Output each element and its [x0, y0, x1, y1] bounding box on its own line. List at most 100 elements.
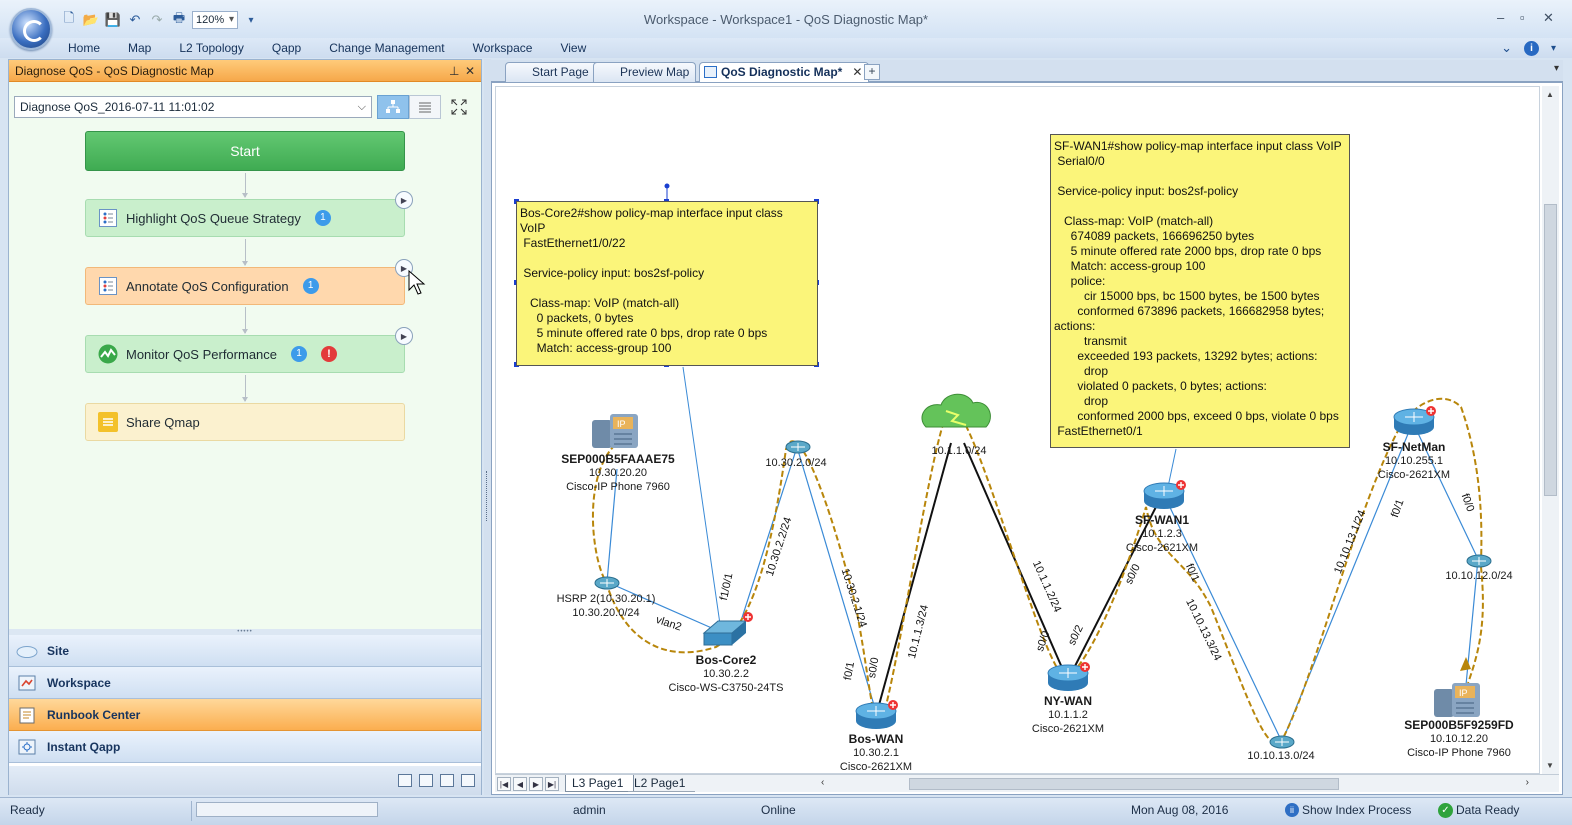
- node-hsrp-label[interactable]: HSRP 2(10.30.20.1) 10.30.20.0/24: [542, 592, 670, 620]
- node-phone2-label[interactable]: SEP000B5F9259FD 10.10.12.20 Cisco-IP Pho…: [1390, 718, 1528, 760]
- node-ip: 10.1.2.3: [1142, 528, 1182, 540]
- status-mode: Online: [761, 803, 796, 817]
- scroll-right-icon[interactable]: ›: [1525, 777, 1529, 788]
- tab-start-page[interactable]: Start Page: [505, 62, 600, 82]
- horizontal-scrollbar[interactable]: ‹ ›: [819, 776, 1531, 792]
- next-page-icon[interactable]: ▶: [529, 777, 543, 791]
- step-monitor-qos-performance[interactable]: Monitor QoS Performance 1 !: [85, 335, 405, 373]
- step-annotate-qos-config[interactable]: Annotate QoS Configuration 1: [85, 267, 405, 305]
- node-sf-wan1-label[interactable]: SF-WAN1 10.1.2.3 Cisco-2621XM: [1112, 513, 1212, 555]
- nav-option-icon[interactable]: [398, 774, 412, 787]
- progress-bar: [196, 802, 378, 817]
- qos-diagnostic-map[interactable]: IP IP Bos-Core2#show policy-map interfac…: [495, 86, 1540, 774]
- maximize-button[interactable]: ▫: [1520, 10, 1525, 25]
- ip-phone-icon: IP: [1434, 683, 1480, 717]
- close-window-button[interactable]: ✕: [1543, 10, 1554, 25]
- close-pane-icon[interactable]: ✕: [465, 64, 476, 78]
- tab-label: Preview Map: [620, 65, 690, 79]
- ribbon-collapse-icon[interactable]: ⌄: [1501, 40, 1512, 55]
- node-ip: 10.30.2.2: [703, 668, 749, 680]
- step-highlight-qos-queue[interactable]: Highlight QoS Queue Strategy 1: [85, 199, 405, 237]
- node-subnet-12-label[interactable]: 10.10.12.0/24: [1445, 570, 1513, 582]
- ribbon-tab-map[interactable]: Map: [128, 41, 152, 55]
- pane-splitter-vertical[interactable]: [484, 59, 491, 795]
- open-folder-icon[interactable]: 📂: [82, 12, 100, 27]
- help-icon[interactable]: i: [1523, 40, 1539, 56]
- node-subnet-13-label[interactable]: 10.10.13.0/24: [1247, 750, 1315, 762]
- note-connector: [1167, 448, 1177, 488]
- ribbon-tab-workspace[interactable]: Workspace: [472, 41, 533, 55]
- status-user: admin: [573, 803, 606, 817]
- new-file-icon[interactable]: 🗋: [63, 10, 75, 25]
- ribbon-tab-l2-topology[interactable]: L2 Topology: [179, 41, 244, 55]
- tab-preview-map[interactable]: Preview Map: [593, 62, 697, 82]
- link-subnet-boswan: [796, 446, 875, 706]
- nav-workspace[interactable]: Workspace: [9, 667, 481, 699]
- prev-page-icon[interactable]: ◀: [513, 777, 527, 791]
- node-cloud-label[interactable]: 10.1.1.0/24: [931, 445, 987, 457]
- close-tab-icon[interactable]: ✕: [852, 65, 863, 79]
- page-tab-l3[interactable]: L3 Page1: [565, 775, 635, 792]
- start-step[interactable]: Start: [85, 131, 405, 171]
- node-phone1-label[interactable]: SEP000B5FAAAE75 10.30.20.20 Cisco-IP Pho…: [548, 452, 688, 494]
- print-icon[interactable]: 🖶: [172, 10, 186, 25]
- note-connector: [682, 366, 723, 639]
- run-step-button[interactable]: ▶: [395, 191, 413, 209]
- qapp-icon: [98, 276, 118, 296]
- app-menu-orb[interactable]: [10, 8, 52, 50]
- title-bar: 🗋 📂 💾 ↶ ↷ 🖶 120% ▾ Workspace - Workspace…: [0, 0, 1572, 50]
- last-page-icon[interactable]: ▶|: [545, 777, 559, 791]
- ribbon-tab-change-management[interactable]: Change Management: [329, 41, 445, 55]
- node-ny-wan-label[interactable]: NY-WAN 10.1.1.2 Cisco-2621XM: [1018, 694, 1118, 736]
- tab-qos-diagnostic-map[interactable]: QoS Diagnostic Map*✕: [699, 62, 870, 83]
- show-index-process[interactable]: ii Show Index Process: [1285, 802, 1411, 818]
- flow-view-button[interactable]: [377, 95, 409, 119]
- customize-toolbar-icon[interactable]: ▾: [248, 14, 254, 26]
- scroll-down-icon[interactable]: ▼: [1546, 761, 1554, 770]
- vertical-scrollbar[interactable]: ▲ ▼: [1542, 86, 1559, 774]
- node-model: Cisco-WS-C3750-24TS: [668, 682, 784, 694]
- nav-site[interactable]: Site: [9, 635, 481, 667]
- help-dropdown-icon[interactable]: ▾: [1550, 42, 1556, 54]
- scroll-up-icon[interactable]: ▲: [1546, 90, 1554, 99]
- minimize-button[interactable]: –: [1497, 10, 1505, 25]
- undo-icon[interactable]: ↶: [129, 12, 141, 27]
- save-icon[interactable]: 💾: [104, 12, 122, 27]
- node-model: Cisco-2621XM: [1377, 469, 1451, 481]
- scroll-thumb[interactable]: [1544, 204, 1557, 496]
- nav-option-icon[interactable]: [419, 774, 433, 787]
- node-ip: 10.10.255.1: [1384, 455, 1444, 467]
- node-bos-wan-label[interactable]: Bos-WAN 10.30.2.1 Cisco-2621XM: [826, 732, 926, 773]
- instant-qapp-icon: [15, 737, 39, 757]
- zoom-level-select[interactable]: 120%: [192, 11, 238, 29]
- pane-splitter[interactable]: •••••: [9, 629, 481, 635]
- bos-core2-config-note[interactable]: Bos-Core2#show policy-map interface inpu…: [516, 201, 818, 366]
- nav-instant-qapp[interactable]: Instant Qapp: [9, 731, 481, 763]
- redo-icon[interactable]: ↷: [151, 12, 163, 27]
- nav-option-icon[interactable]: [440, 774, 454, 787]
- scroll-thumb[interactable]: [909, 778, 1339, 790]
- pin-icon[interactable]: ⊥: [449, 64, 460, 78]
- list-view-button[interactable]: [409, 95, 441, 119]
- ribbon-tab-view[interactable]: View: [560, 41, 587, 55]
- diagnosis-selector[interactable]: Diagnose QoS_2016-07-11 11:01:02 ⌵: [14, 96, 372, 118]
- node-sf-netman-label[interactable]: SF-NetMan 10.10.255.1 Cisco-2621XM: [1364, 440, 1464, 482]
- page-tab-l2[interactable]: L2 Page1: [628, 775, 696, 792]
- expand-icon[interactable]: [449, 97, 469, 117]
- first-page-icon[interactable]: |◀: [497, 777, 511, 791]
- run-step-button[interactable]: ▶: [395, 327, 413, 345]
- node-subnet-30-2-label[interactable]: 10.30.2.0/24: [765, 457, 827, 469]
- new-tab-button[interactable]: +: [864, 64, 880, 80]
- step-share-qmap[interactable]: Share Qmap: [85, 403, 405, 441]
- tabs-menu-icon[interactable]: ▾: [1553, 63, 1559, 74]
- hub-icon: [1269, 735, 1295, 749]
- node-bos-core2-label[interactable]: Bos-Core2 10.30.2.2 Cisco-WS-C3750-24TS: [660, 653, 792, 695]
- cloud-icon: [15, 641, 39, 661]
- sf-wan1-config-note[interactable]: SF-WAN1#show policy-map interface input …: [1050, 134, 1350, 448]
- nav-runbook-center[interactable]: Runbook Center: [9, 699, 481, 731]
- ribbon-tab-qapp[interactable]: Qapp: [271, 41, 302, 55]
- count-badge: 1: [291, 346, 308, 362]
- scroll-left-icon[interactable]: ‹: [821, 777, 825, 788]
- nav-configure-icon[interactable]: [461, 774, 475, 787]
- ribbon-tab-home[interactable]: Home: [68, 41, 101, 55]
